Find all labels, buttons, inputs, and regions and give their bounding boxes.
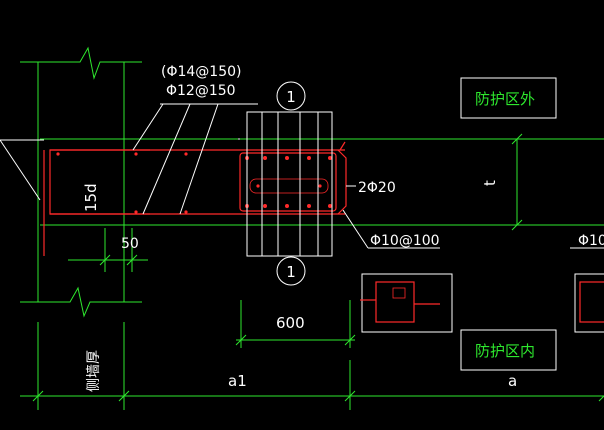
zone-inside-box bbox=[460, 329, 557, 371]
anchor-15d-label: 15d bbox=[82, 183, 100, 212]
zone-outside-label: 防护区外 bbox=[475, 90, 535, 108]
rebar-label-phi14: (Φ14@150) bbox=[161, 64, 241, 80]
zone-inside-label: 防护区内 bbox=[475, 342, 535, 360]
section-marker-top: 1 bbox=[276, 81, 306, 111]
stirrup-label: Φ10@100 bbox=[370, 233, 440, 249]
slab-rebar bbox=[43, 141, 347, 256]
zone-outside-box bbox=[460, 77, 557, 119]
bars-2phi20-label: 2Φ20 bbox=[358, 180, 396, 196]
svg-text:1: 1 bbox=[286, 263, 296, 281]
section-hatch bbox=[238, 111, 333, 257]
section-marker-bottom: 1 bbox=[276, 256, 306, 286]
leader-lines bbox=[0, 103, 604, 249]
dim-a1-label: a1 bbox=[228, 372, 247, 390]
thickness-t-label: t bbox=[481, 180, 499, 186]
dim-600-label: 600 bbox=[276, 314, 305, 332]
wall-outline bbox=[20, 46, 604, 318]
stirrup-right-label: Φ10 bbox=[578, 233, 604, 249]
svg-text:1: 1 bbox=[286, 88, 296, 106]
dim-a-label: a bbox=[508, 372, 517, 390]
dim-50-label: 50 bbox=[121, 236, 139, 252]
rebar-label-phi12: Φ12@150 bbox=[166, 83, 236, 99]
dimension-lines bbox=[20, 133, 604, 410]
side-wall-thickness-label: 侧墙厚 bbox=[86, 350, 102, 392]
embed-plate-right bbox=[574, 273, 604, 333]
embed-plate-left bbox=[360, 273, 453, 333]
